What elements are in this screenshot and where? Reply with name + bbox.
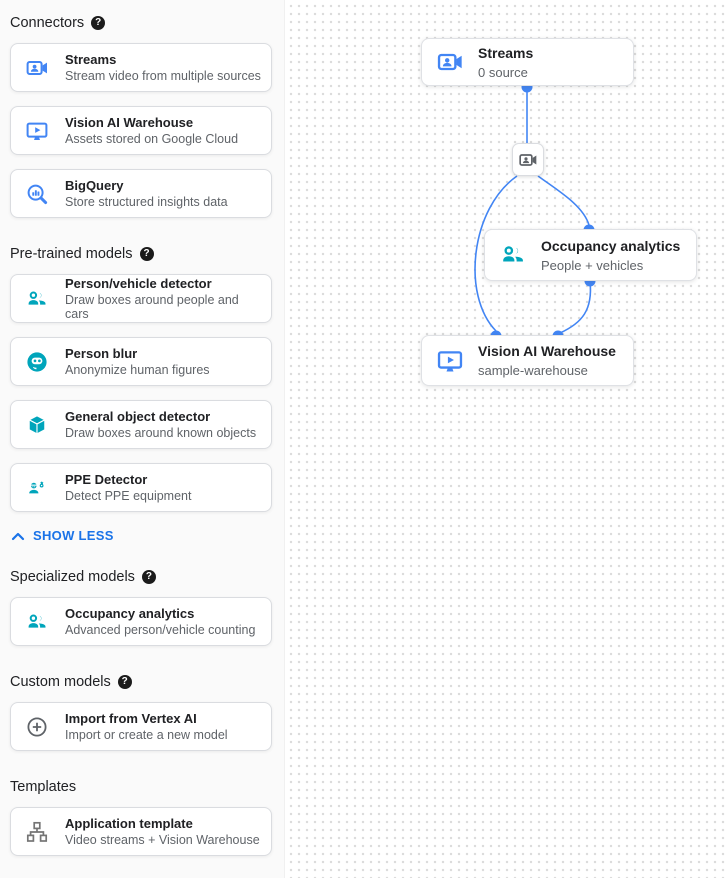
section-header: Specialized models ? bbox=[10, 567, 272, 587]
ppe-worker-icon bbox=[25, 476, 49, 500]
graph-canvas[interactable]: Streams 0 source Occupancy analytics Peo… bbox=[285, 0, 725, 878]
palette-card-person-vehicle-detector[interactable]: Person/vehicle detector Draw boxes aroun… bbox=[10, 274, 272, 323]
section-title: Pre-trained models bbox=[10, 246, 133, 262]
card-description: Detect PPE equipment bbox=[65, 489, 192, 503]
warehouse-monitor-icon bbox=[436, 347, 464, 375]
card-title: Person blur bbox=[65, 346, 138, 361]
section-pretrained-models: Pre-trained models ? Person/vehicle dete… bbox=[10, 244, 272, 543]
section-specialized-models: Specialized models ? Occupancy analytics… bbox=[10, 567, 272, 646]
card-title: Streams bbox=[65, 52, 117, 67]
component-palette-sidebar: Connectors ? Streams Stream video from m… bbox=[0, 0, 285, 878]
palette-card-general-object-detector[interactable]: General object detector Draw boxes aroun… bbox=[10, 400, 272, 449]
palette-card-import-vertex-ai[interactable]: Import from Vertex AI Import or create a… bbox=[10, 702, 272, 751]
help-icon[interactable]: ? bbox=[117, 675, 132, 689]
section-title: Templates bbox=[10, 779, 77, 795]
video-camera-icon bbox=[436, 48, 464, 76]
section-templates: Templates Application template Video str… bbox=[10, 777, 272, 856]
card-description: Anonymize human figures bbox=[65, 363, 210, 377]
blur-face-icon bbox=[25, 350, 49, 374]
section-header: Templates bbox=[10, 777, 272, 797]
edge-camera-to-occupancy bbox=[537, 175, 590, 226]
palette-card-streams[interactable]: Streams Stream video from multiple sourc… bbox=[10, 43, 272, 92]
video-camera-icon bbox=[518, 150, 538, 170]
node-vision-ai-warehouse[interactable]: Vision AI Warehouse sample-warehouse bbox=[421, 335, 634, 386]
card-description: Draw boxes around known objects bbox=[65, 426, 257, 440]
people-icon bbox=[25, 287, 49, 311]
bigquery-magnifier-icon bbox=[25, 182, 49, 206]
palette-card-ppe-detector[interactable]: PPE Detector Detect PPE equipment bbox=[10, 463, 272, 512]
card-description: Assets stored on Google Cloud bbox=[65, 132, 239, 146]
plus-circle-icon bbox=[25, 715, 49, 739]
show-less-label: SHOW LESS bbox=[33, 528, 114, 543]
card-title: Import from Vertex AI bbox=[65, 711, 197, 726]
card-description: Store structured insights data bbox=[65, 195, 228, 209]
section-title: Connectors bbox=[10, 15, 85, 31]
card-description: Advanced person/vehicle counting bbox=[65, 623, 256, 637]
warehouse-monitor-icon bbox=[25, 119, 49, 143]
palette-card-application-template[interactable]: Application template Video streams + Vis… bbox=[10, 807, 272, 856]
section-header: Pre-trained models ? bbox=[10, 244, 272, 264]
section-title: Custom models bbox=[10, 674, 111, 690]
video-camera-icon bbox=[25, 56, 49, 80]
card-title: PPE Detector bbox=[65, 472, 148, 487]
card-description: Import or create a new model bbox=[65, 728, 228, 742]
section-header: Custom models ? bbox=[10, 672, 272, 692]
section-custom-models: Custom models ? Import from Vertex AI Im… bbox=[10, 672, 272, 751]
node-streams[interactable]: Streams 0 source bbox=[421, 38, 634, 86]
node-subtitle: sample-warehouse bbox=[478, 363, 588, 378]
section-header: Connectors ? bbox=[10, 13, 272, 33]
node-title: Occupancy analytics bbox=[541, 237, 681, 254]
card-description: Stream video from multiple sources bbox=[65, 69, 261, 83]
section-title: Specialized models bbox=[10, 569, 135, 585]
help-icon[interactable]: ? bbox=[91, 16, 106, 30]
card-title: Occupancy analytics bbox=[65, 606, 195, 621]
help-icon[interactable]: ? bbox=[141, 570, 156, 584]
connection-edges bbox=[474, 81, 596, 342]
node-mini-camera[interactable] bbox=[512, 143, 544, 176]
palette-card-occupancy-analytics[interactable]: Occupancy analytics Advanced person/vehi… bbox=[10, 597, 272, 646]
palette-card-person-blur[interactable]: Person blur Anonymize human figures bbox=[10, 337, 272, 386]
card-title: General object detector bbox=[65, 409, 211, 424]
node-title: Vision AI Warehouse bbox=[478, 343, 616, 359]
edge-occupancy-to-warehouse bbox=[559, 280, 592, 334]
node-title: Streams bbox=[478, 44, 534, 61]
people-icon bbox=[499, 241, 527, 269]
palette-card-bigquery[interactable]: BigQuery Store structured insights data bbox=[10, 169, 272, 218]
palette-card-warehouse[interactable]: Vision AI Warehouse Assets stored on Goo… bbox=[10, 106, 272, 155]
node-subtitle: 0 source bbox=[478, 64, 528, 80]
node-subtitle: People + vehicles bbox=[541, 257, 644, 273]
card-title: Application template bbox=[65, 816, 193, 831]
node-occupancy-analytics[interactable]: Occupancy analytics People + vehicles bbox=[484, 229, 697, 281]
schema-tree-icon bbox=[25, 820, 49, 844]
card-description: Draw boxes around people and cars bbox=[65, 293, 239, 321]
section-connectors: Connectors ? Streams Stream video from m… bbox=[10, 13, 272, 218]
card-title: Person/vehicle detector bbox=[65, 276, 212, 291]
people-icon bbox=[25, 610, 49, 634]
help-icon[interactable]: ? bbox=[139, 247, 154, 261]
chevron-up-icon bbox=[11, 531, 25, 541]
card-description: Video streams + Vision Warehouse bbox=[65, 833, 260, 847]
show-less-link[interactable]: SHOW LESS bbox=[11, 528, 272, 543]
card-title: Vision AI Warehouse bbox=[65, 115, 194, 130]
card-title: BigQuery bbox=[65, 178, 124, 193]
cube-icon bbox=[25, 413, 49, 437]
